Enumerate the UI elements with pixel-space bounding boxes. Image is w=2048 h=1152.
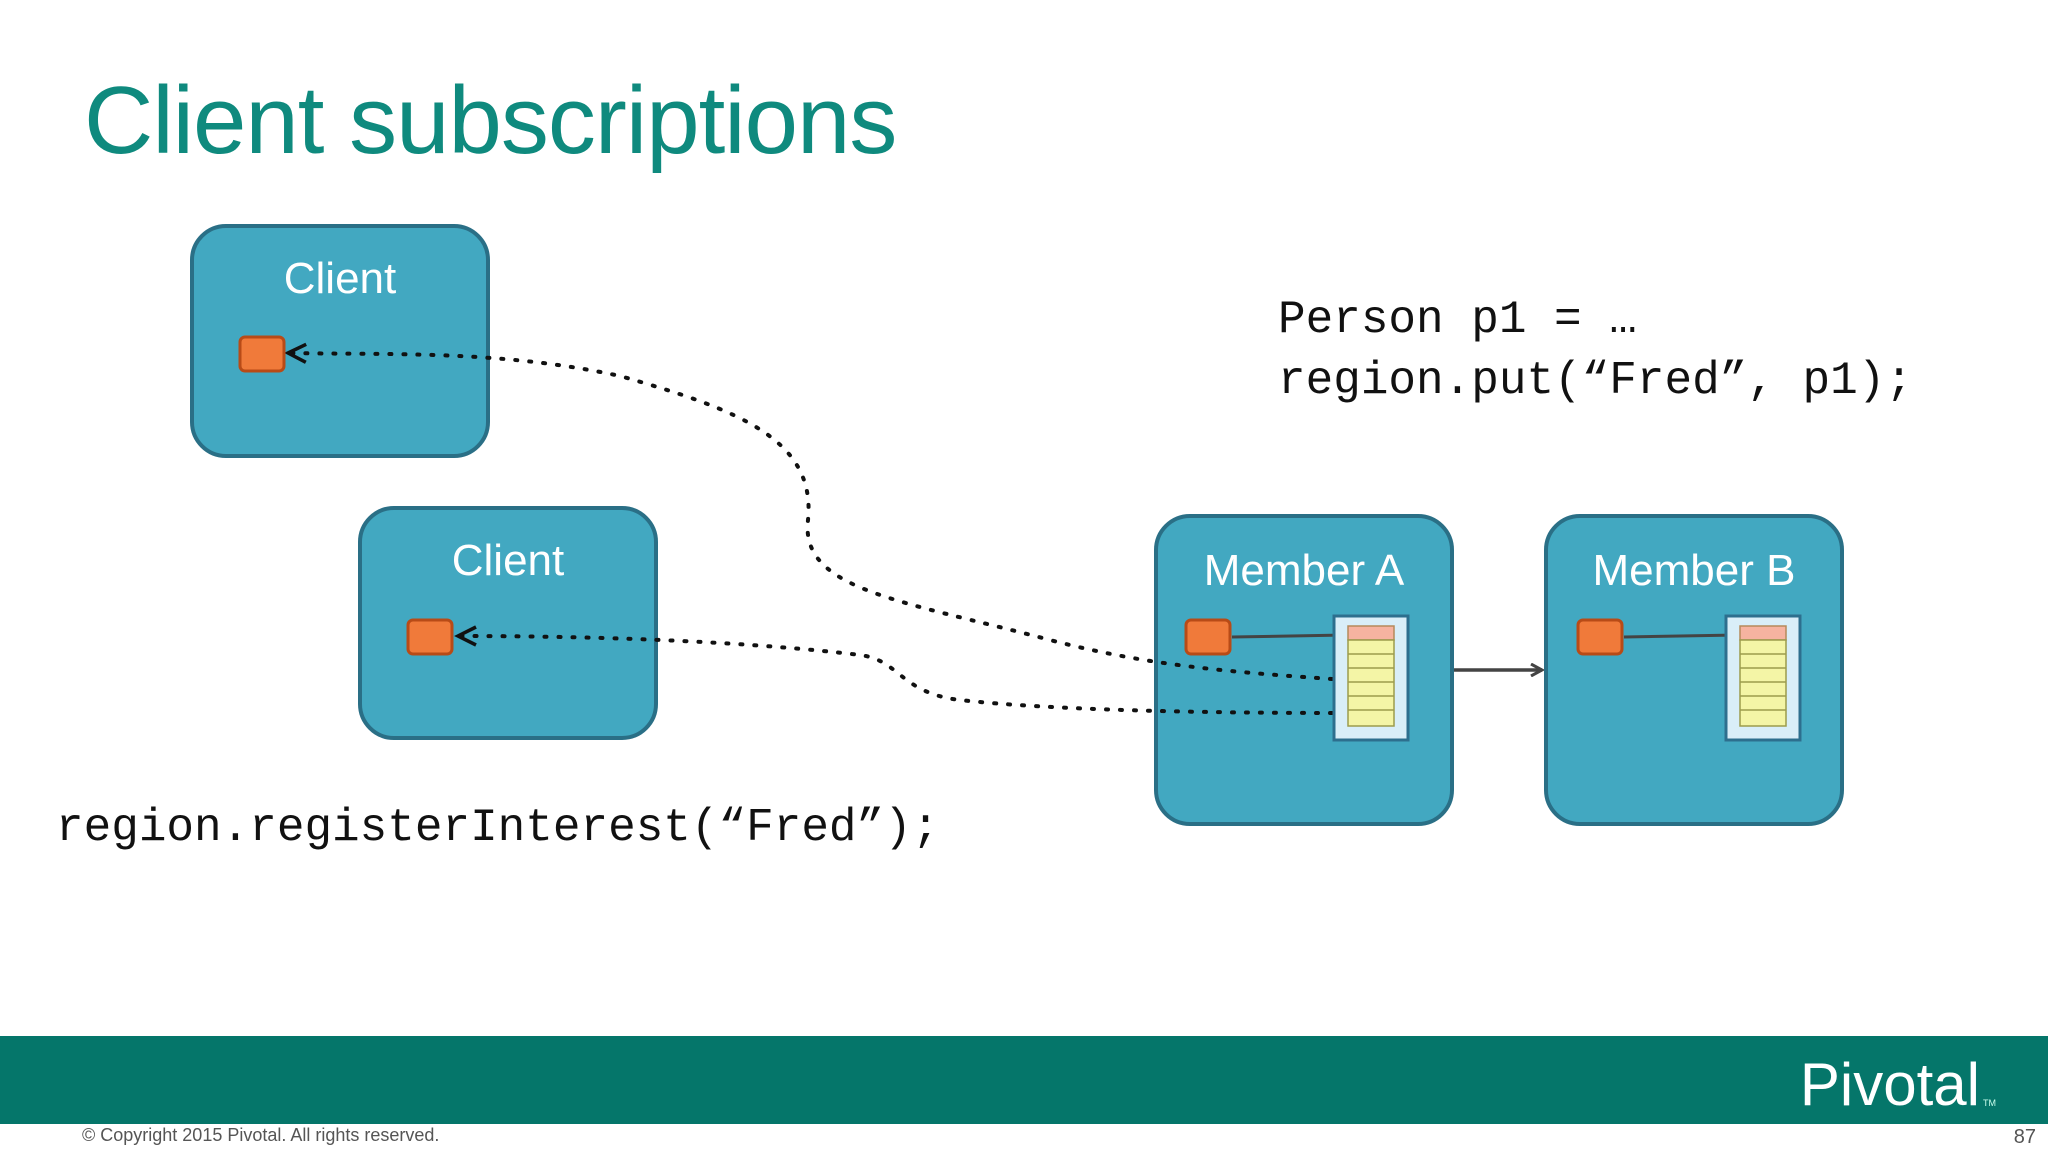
dotted-arrow-icon [284, 342, 1348, 682]
member-a-label: Member A [1203, 546, 1405, 595]
data-entry-icon [1576, 618, 1624, 656]
code-put-line1: Person p1 = … [1278, 294, 1637, 346]
region-table-icon [1332, 614, 1410, 742]
client-node-bottom: Client [358, 506, 658, 740]
copyright-text: © Copyright 2015 Pivotal. All rights res… [82, 1125, 440, 1145]
page-number: 87 [2013, 1126, 2036, 1148]
arrow-icon [1231, 635, 1346, 637]
logo-trademark: TM [1983, 1098, 1996, 1108]
client-label: Client [451, 536, 565, 585]
data-entry-icon [406, 618, 454, 656]
data-entry-icon [1184, 618, 1232, 656]
member-b-label: Member B [1592, 546, 1796, 595]
slide-title: Client subscriptions [84, 67, 897, 174]
region-table-icon [1724, 614, 1802, 742]
data-entry-icon [238, 335, 286, 373]
code-put-line2: region.put(“Fred”, p1); [1278, 355, 1913, 407]
pivotal-logo: Pivotal [1799, 1051, 1980, 1118]
arrow-icon [1623, 635, 1738, 637]
client-label: Client [283, 254, 397, 303]
code-register-interest: region.registerInterest(“Fred”); [56, 802, 940, 854]
footer-bar: Pivotal TM [0, 1036, 2048, 1124]
